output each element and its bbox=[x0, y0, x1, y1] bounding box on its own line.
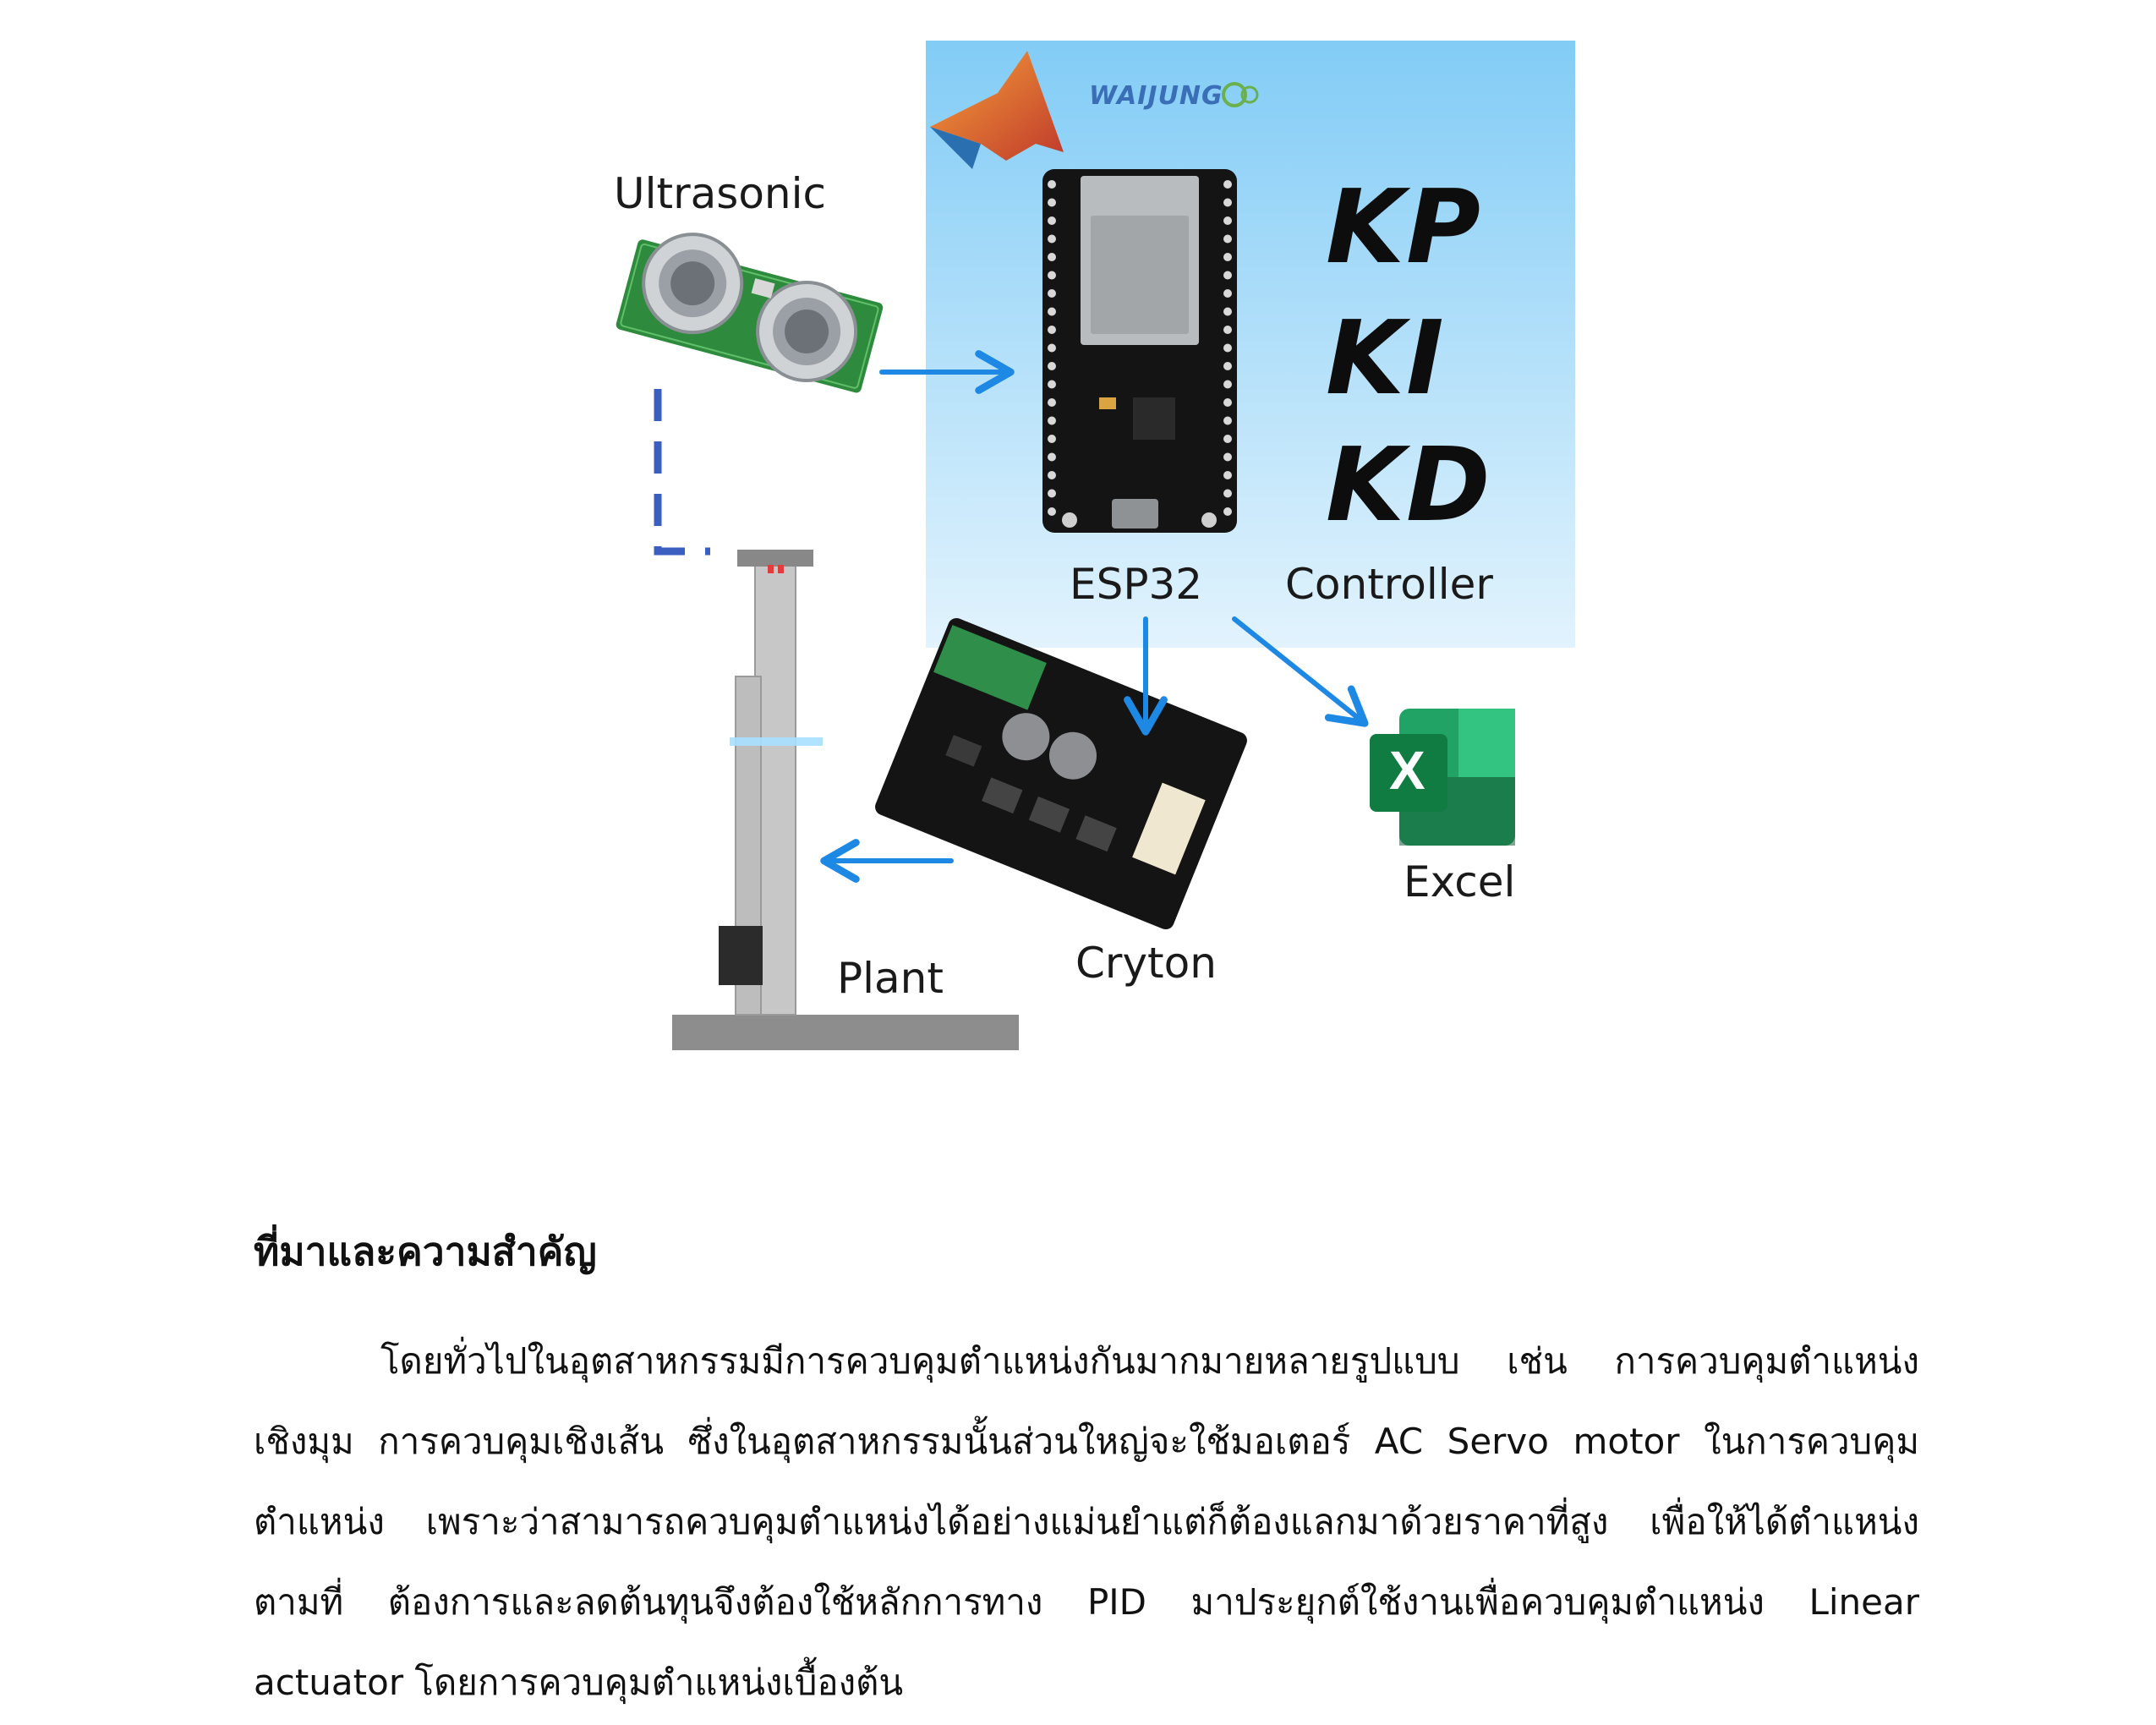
excel-label: Excel bbox=[1404, 857, 1516, 906]
esp32-pin bbox=[1048, 271, 1056, 280]
waijung-brand: WAIJUNG bbox=[1089, 81, 1223, 111]
esp32-pin bbox=[1223, 326, 1232, 334]
ultrasonic-sensor bbox=[616, 233, 884, 393]
esp32-pin bbox=[1223, 180, 1232, 189]
cryton-label: Cryton bbox=[1075, 939, 1217, 988]
esp32-pin bbox=[1223, 452, 1232, 462]
esp32-pin bbox=[1048, 216, 1056, 225]
esp32-pin bbox=[1223, 380, 1232, 389]
esp32-pin bbox=[1048, 326, 1056, 334]
esp32-pin bbox=[1048, 234, 1056, 244]
sensor-dashed-line bbox=[654, 389, 710, 556]
esp32-pin bbox=[1048, 198, 1056, 207]
esp32-pin bbox=[1223, 507, 1232, 516]
esp32-pin bbox=[1223, 307, 1232, 316]
excel-x-letter: X bbox=[1389, 740, 1425, 801]
ki-gain-label: KI bbox=[1326, 300, 1446, 418]
esp32-label: ESP32 bbox=[1070, 560, 1203, 609]
system-diagram: Ultrasonic ESP32 Controller Cryton Plant… bbox=[614, 41, 1575, 1050]
esp32-pin bbox=[1223, 398, 1232, 407]
controller-label: Controller bbox=[1285, 560, 1493, 609]
esp32-pin bbox=[1223, 198, 1232, 207]
esp32-pins bbox=[1048, 180, 1232, 516]
kp-gain-label: KP bbox=[1326, 169, 1482, 287]
esp32-pin bbox=[1048, 416, 1056, 425]
diagram-graphics bbox=[616, 41, 1575, 1050]
esp32-pin bbox=[1048, 507, 1056, 516]
esp32-pin bbox=[1223, 289, 1232, 298]
section-heading: ที่มาและความสำคัญ bbox=[254, 1229, 597, 1274]
esp32-pin bbox=[1223, 234, 1232, 244]
esp32-pin bbox=[1048, 398, 1056, 407]
esp32-pin bbox=[1048, 253, 1056, 261]
esp32-pin bbox=[1048, 289, 1056, 298]
esp32-pin bbox=[1223, 435, 1232, 443]
background-section: ที่มาและความสำคัญ โดยทั่วไปในอุตสาหกรรมม… bbox=[254, 1226, 1919, 1722]
plant-linear-actuator bbox=[672, 550, 1019, 1050]
section-paragraph: โดยทั่วไปในอุตสาหกรรมมีการควบคุมตำแหน่งก… bbox=[254, 1340, 1919, 1703]
plant-label: Plant bbox=[837, 954, 944, 1003]
matlab-logo bbox=[930, 51, 1064, 169]
esp32-pin bbox=[1223, 253, 1232, 261]
esp32-board bbox=[1042, 169, 1237, 533]
excel-icon bbox=[1370, 709, 1515, 846]
esp32-pin bbox=[1048, 471, 1056, 479]
ultrasonic-label: Ultrasonic bbox=[614, 169, 827, 218]
esp32-pin bbox=[1048, 362, 1056, 370]
esp32-pin bbox=[1223, 416, 1232, 425]
waijung-logo-mark bbox=[1222, 82, 1259, 107]
esp32-pin bbox=[1223, 343, 1232, 353]
esp32-pin bbox=[1223, 489, 1232, 498]
esp32-pin bbox=[1048, 343, 1056, 353]
esp32-pin bbox=[1223, 471, 1232, 479]
arrow-esp32-to-excel bbox=[1232, 616, 1369, 727]
esp32-pin bbox=[1048, 380, 1056, 389]
esp32-pin bbox=[1048, 307, 1056, 316]
esp32-pin bbox=[1223, 362, 1232, 370]
esp32-pin bbox=[1223, 271, 1232, 280]
esp32-pin bbox=[1048, 489, 1056, 498]
esp32-pin bbox=[1048, 180, 1056, 189]
cryton-board bbox=[875, 617, 1247, 930]
esp32-pin bbox=[1048, 452, 1056, 462]
esp32-pin bbox=[1048, 435, 1056, 443]
esp32-pin bbox=[1223, 216, 1232, 225]
kd-gain-label: KD bbox=[1326, 427, 1492, 545]
